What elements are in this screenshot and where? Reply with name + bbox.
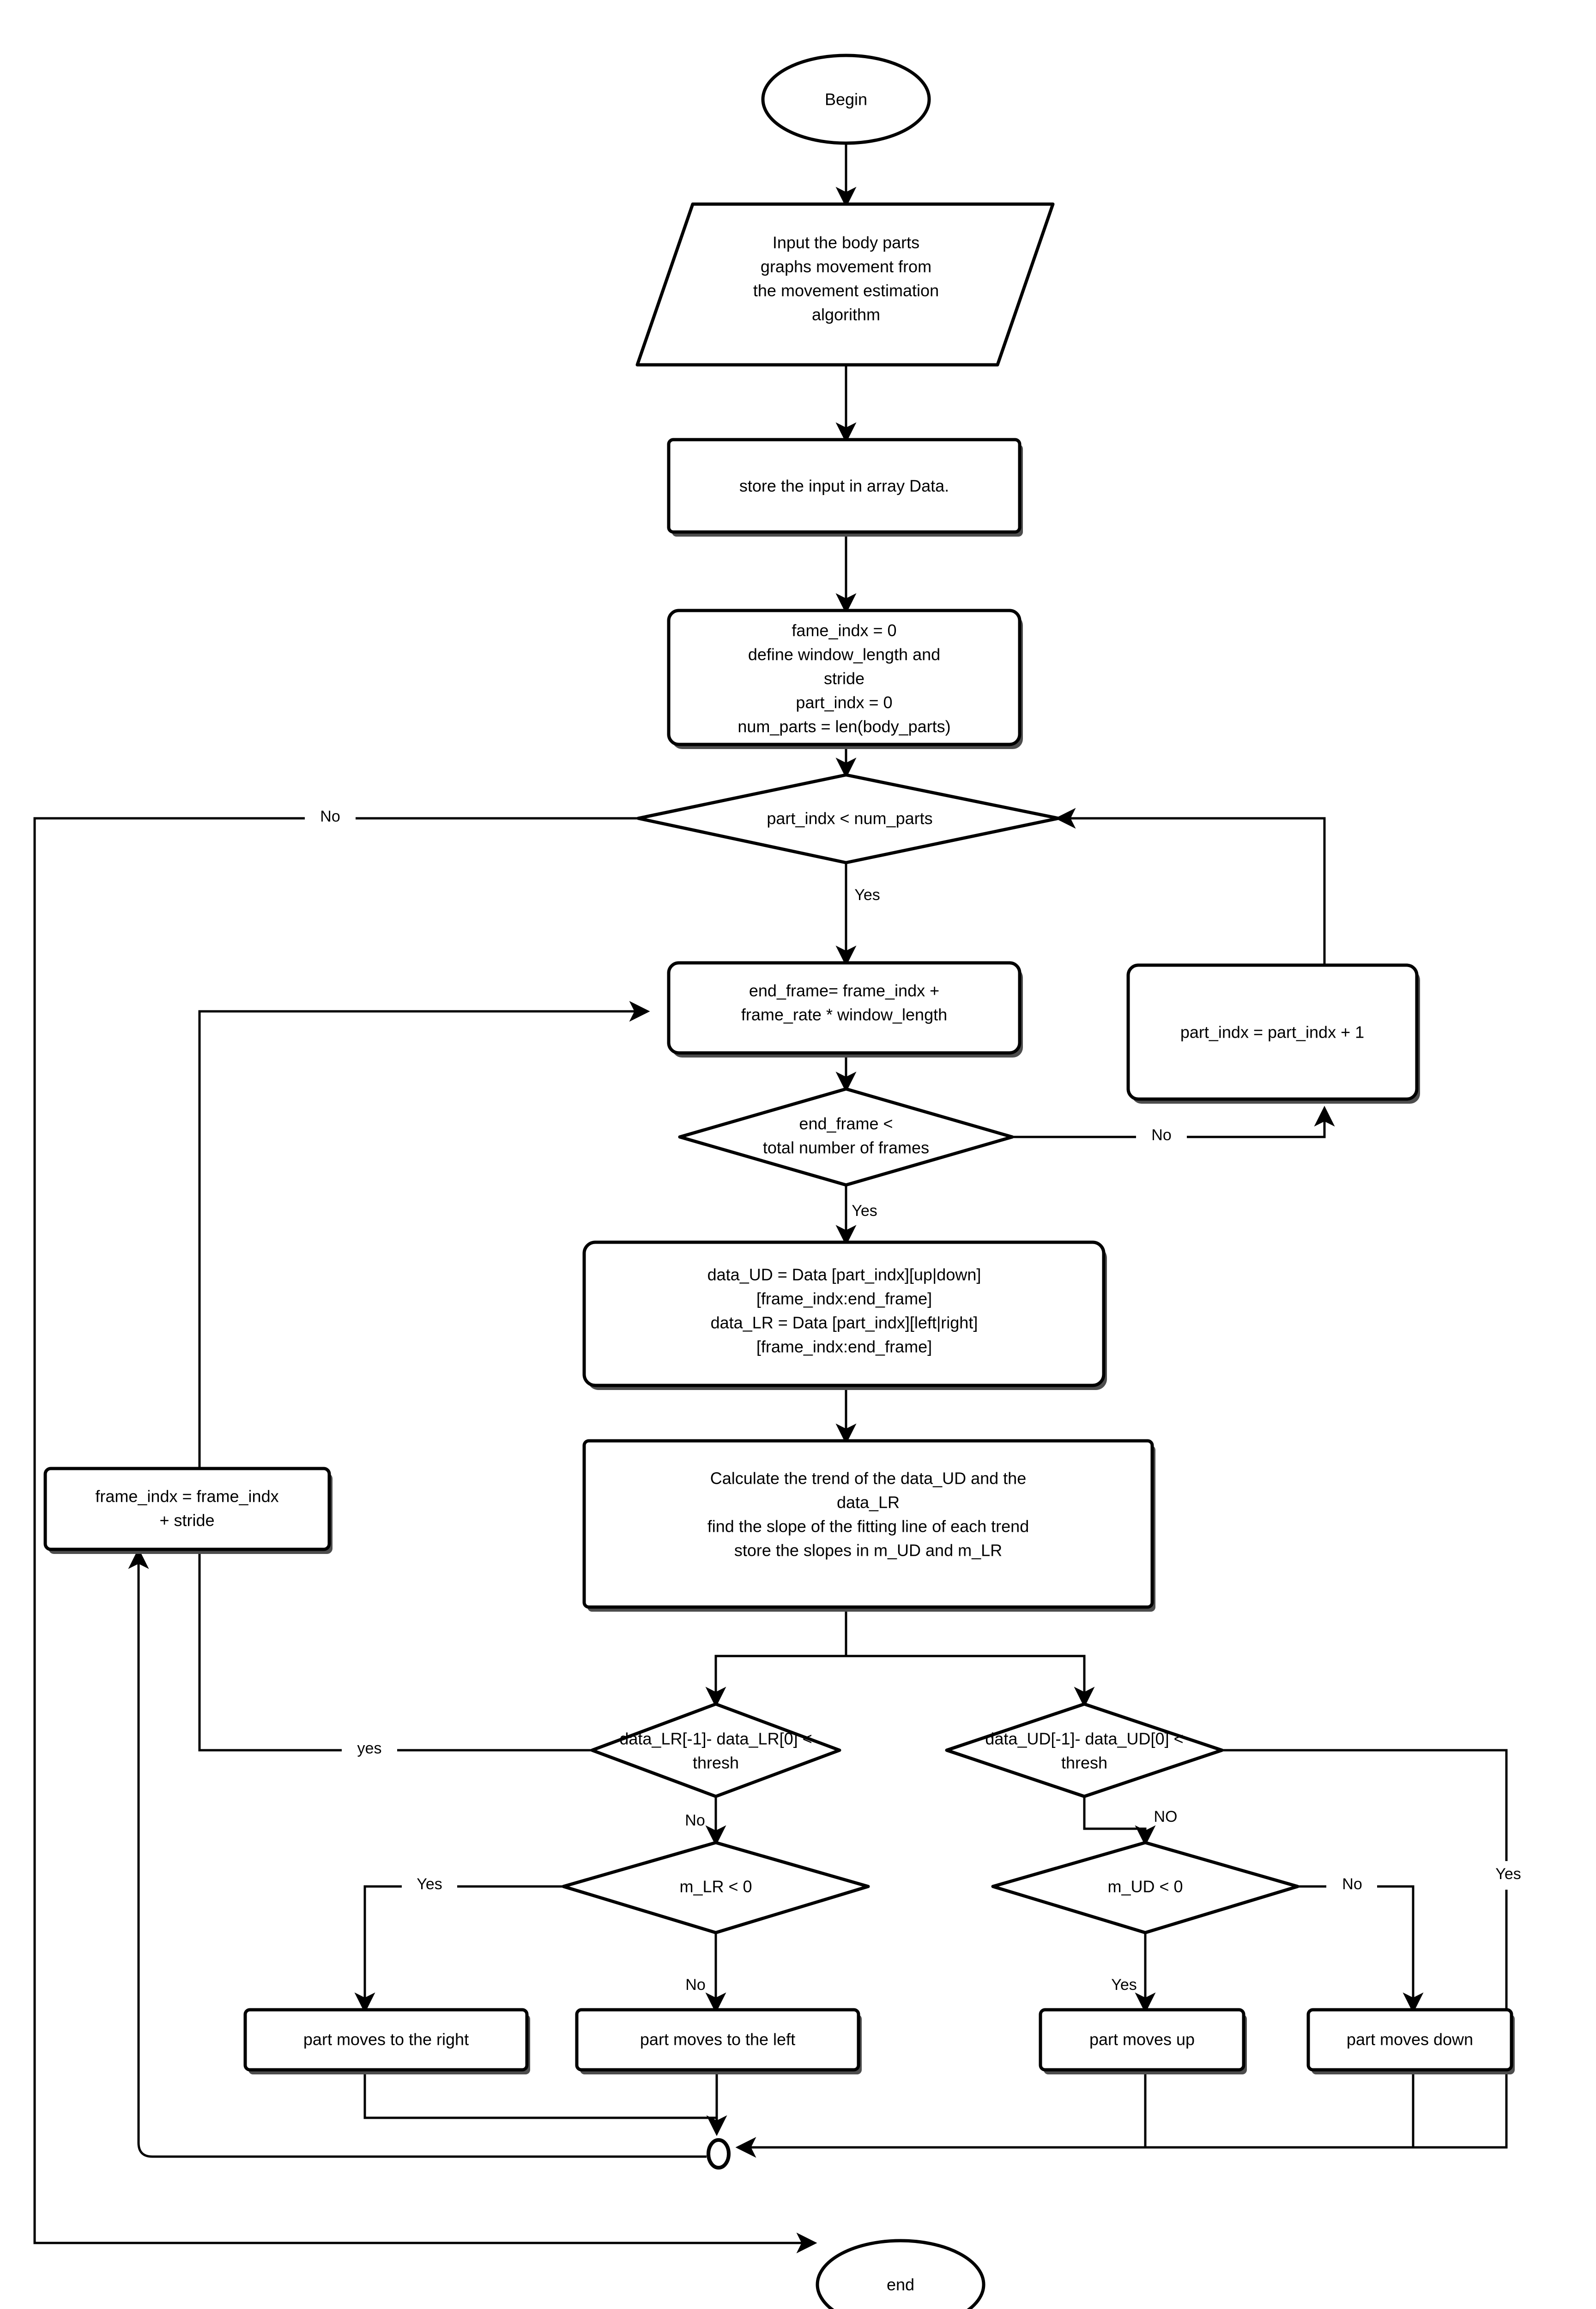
node-slice-data-line-0: data_UD = Data [part_indx][up|down] bbox=[707, 1265, 981, 1284]
node-trend-line-2: find the slope of the fitting line of ea… bbox=[707, 1517, 1029, 1536]
node-moves-up-label: part moves up bbox=[1089, 2030, 1195, 2049]
node-trend: Calculate the trend of the data_UD and t… bbox=[582, 1439, 1155, 1612]
node-end-label: end bbox=[887, 2275, 914, 2294]
node-slice-data-line-1: [frame_indx:end_frame] bbox=[756, 1289, 932, 1308]
node-begin-label: Begin bbox=[825, 90, 867, 109]
edge-trend-to-udthresh bbox=[846, 1655, 1095, 1708]
node-end: end bbox=[816, 2239, 985, 2309]
node-part-incr: part_indx = part_indx + 1 bbox=[1126, 963, 1420, 1104]
node-init-line-2: stride bbox=[824, 669, 864, 688]
node-m-lr-label: m_LR < 0 bbox=[679, 1877, 752, 1896]
edge-label-end-frame-yes: Yes bbox=[852, 1202, 877, 1220]
edge-label-m-lr-no: No bbox=[685, 1976, 705, 1994]
node-m-ud-label: m_UD < 0 bbox=[1107, 1877, 1183, 1896]
node-lr-thresh-line-0: data_LR[-1]- data_LR[0] < bbox=[619, 1729, 812, 1748]
node-part-incr-label: part_indx = part_indx + 1 bbox=[1180, 1023, 1364, 1042]
node-input-line-1: graphs movement from bbox=[761, 257, 931, 276]
node-frame-incr-line-1: + stride bbox=[159, 1511, 214, 1530]
edge-udthresh-yes-to-merge bbox=[735, 1749, 1508, 2158]
node-slice-data-line-2: data_LR = Data [part_indx][left|right] bbox=[711, 1313, 978, 1332]
edge-endframecheck-no-to-partincr bbox=[1012, 1106, 1335, 1138]
node-lr-thresh: data_LR[-1]- data_LR[0] < thresh bbox=[590, 1702, 841, 1798]
node-end-frame-calc-line-0: end_frame= frame_indx + bbox=[749, 981, 939, 1000]
node-lr-thresh-line-1: thresh bbox=[693, 1753, 739, 1772]
edge-label-lr-thresh-yes: yes bbox=[357, 1740, 382, 1757]
node-end-frame-check-line-0: end_frame < bbox=[799, 1114, 893, 1133]
edge-label-m-ud-no: No bbox=[1342, 1875, 1362, 1893]
node-trend-line-1: data_LR bbox=[837, 1493, 900, 1512]
node-moves-left-label: part moves to the left bbox=[640, 2030, 795, 2049]
edge-label-lr-thresh-no: No bbox=[685, 1812, 705, 1829]
node-part-loop-label: part_indx < num_parts bbox=[767, 809, 932, 828]
edge-label-end-frame-no: No bbox=[1151, 1126, 1171, 1144]
node-part-loop: part_indx < num_parts bbox=[636, 773, 1060, 864]
node-init-line-4: num_parts = len(body_parts) bbox=[738, 717, 950, 736]
node-init-line-3: part_indx = 0 bbox=[796, 693, 892, 712]
node-begin: Begin bbox=[761, 54, 931, 145]
edge-lrthresh-yes-to-frameincr bbox=[189, 1516, 592, 1752]
node-frame-incr: frame_indx = frame_indx + stride bbox=[43, 1467, 332, 1554]
node-m-ud: m_UD < 0 bbox=[991, 1841, 1300, 1934]
node-input: Input the body parts graphs movement fro… bbox=[635, 202, 1055, 367]
node-end-frame-calc-line-1: frame_rate * window_length bbox=[741, 1005, 947, 1024]
edge-label-group: No Yes No Yes yes No NO Yes Yes No Yes N… bbox=[305, 804, 1532, 1994]
node-input-line-3: algorithm bbox=[812, 305, 880, 324]
edge-label-ud-thresh-yes: Yes bbox=[1495, 1865, 1521, 1883]
node-input-line-0: Input the body parts bbox=[773, 233, 919, 252]
node-moves-down: part moves down bbox=[1306, 2008, 1515, 2074]
node-moves-left: part moves to the left bbox=[575, 2008, 862, 2074]
node-input-line-2: the movement estimation bbox=[753, 281, 939, 300]
node-slice-data-line-3: [frame_indx:end_frame] bbox=[756, 1337, 932, 1356]
edge-partincr-to-partloop bbox=[1055, 808, 1326, 965]
node-end-frame-check: end_frame < total number of frames bbox=[678, 1087, 1014, 1187]
node-end-frame-check-line-1: total number of frames bbox=[763, 1138, 929, 1157]
node-end-frame-calc: end_frame= frame_indx + frame_rate * win… bbox=[667, 961, 1023, 1058]
node-trend-line-0: Calculate the trend of the data_UD and t… bbox=[710, 1469, 1026, 1488]
edge-label-ud-thresh-no: NO bbox=[1154, 1808, 1178, 1825]
node-trend-line-3: store the slopes in m_UD and m_LR bbox=[734, 1541, 1002, 1560]
node-init-line-1: define window_length and bbox=[748, 645, 940, 664]
edge-udthresh-no-to-mud bbox=[1083, 1796, 1156, 1846]
edge-merge-to-frameincr bbox=[128, 1548, 707, 2158]
node-store: store the input in array Data. bbox=[667, 438, 1023, 537]
node-merge-point bbox=[707, 2138, 731, 2170]
node-init: fame_indx = 0 define window_length and s… bbox=[667, 609, 1023, 749]
edge-mud-no-to-movesdown bbox=[1215, 1885, 1424, 2013]
edge-movesright-to-merge bbox=[363, 2070, 717, 2119]
node-init-line-0: fame_indx = 0 bbox=[792, 621, 896, 640]
edge-label-m-ud-yes: Yes bbox=[1111, 1976, 1137, 1994]
edge-label-part-loop-yes: Yes bbox=[854, 886, 880, 904]
node-ud-thresh: data_UD[-1]- data_UD[0] < thresh bbox=[945, 1702, 1224, 1798]
node-moves-right: part moves to the right bbox=[243, 2008, 530, 2074]
node-moves-down-label: part moves down bbox=[1347, 2030, 1473, 2049]
node-ud-thresh-line-1: thresh bbox=[1061, 1753, 1107, 1772]
edge-frameincr-to-endframecalc bbox=[198, 1001, 650, 1469]
node-frame-incr-line-0: frame_indx = frame_indx bbox=[95, 1487, 278, 1506]
node-moves-right-label: part moves to the right bbox=[303, 2030, 469, 2049]
node-m-lr: m_LR < 0 bbox=[562, 1841, 870, 1934]
node-slice-data: data_UD = Data [part_indx][up|down] [fra… bbox=[582, 1240, 1107, 1390]
edge-mlr-yes-to-movesright bbox=[354, 1885, 644, 2013]
edge-label-part-loop-no: No bbox=[320, 808, 340, 825]
edge-trend-to-lrthresh bbox=[705, 1607, 847, 1708]
edge-label-m-lr-yes: Yes bbox=[417, 1875, 442, 1893]
node-ud-thresh-line-0: data_UD[-1]- data_UD[0] < bbox=[985, 1729, 1183, 1748]
node-moves-up: part moves up bbox=[1039, 2008, 1247, 2074]
node-store-label: store the input in array Data. bbox=[739, 477, 949, 496]
